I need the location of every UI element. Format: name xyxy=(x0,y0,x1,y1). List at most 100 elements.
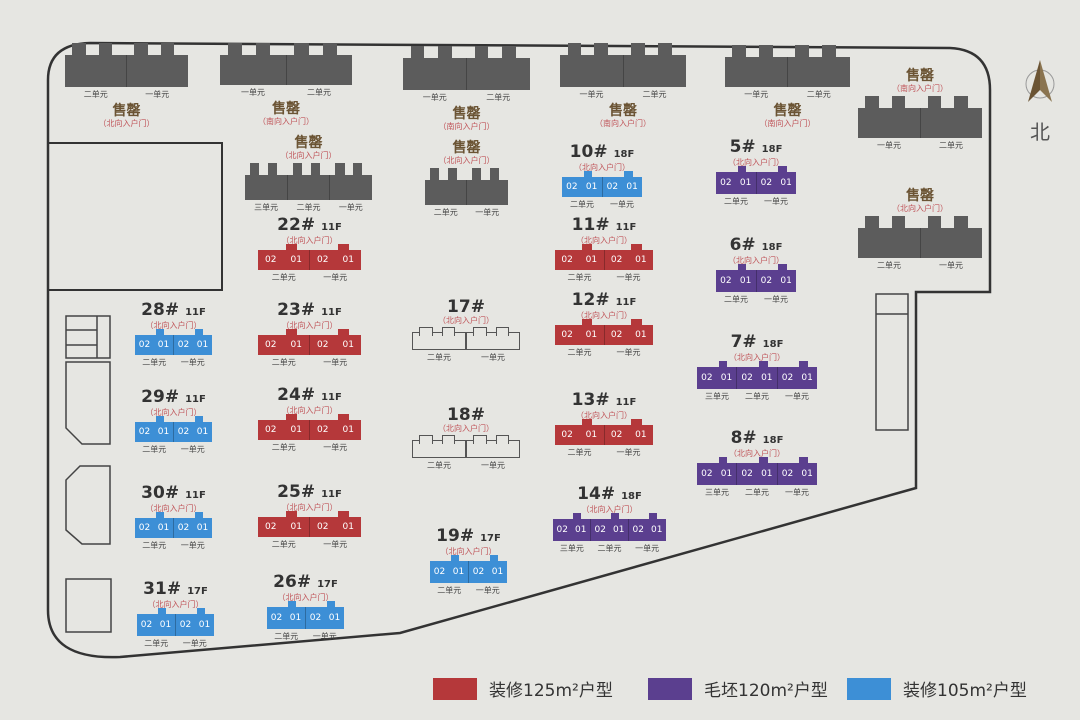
building-footprint xyxy=(220,43,352,85)
entrance-note: （北向入户门） xyxy=(576,311,632,320)
unit-code: 01 xyxy=(780,276,792,286)
building-unit xyxy=(467,168,508,205)
tower-bump xyxy=(954,216,968,230)
building-header: 5#18F（北向入户门） xyxy=(706,139,806,168)
building-number: 12#11F xyxy=(545,292,663,311)
legend-item-blue: 装修105m²户型 xyxy=(847,676,1027,701)
tower-bump xyxy=(471,168,481,182)
legend-label: 装修105m²户型 xyxy=(903,681,1027,701)
building-name: 26# xyxy=(273,572,312,592)
building-unit xyxy=(65,43,127,87)
floor-count: 17F xyxy=(480,533,501,544)
entrance-note: （南向入户门） xyxy=(258,117,314,126)
unit-code: 02 xyxy=(760,178,773,188)
unit-code: 01 xyxy=(157,523,170,533)
floor-count: 18F xyxy=(613,149,635,160)
tower-bump xyxy=(631,244,642,252)
tower-bump xyxy=(157,608,167,616)
building-number: 8#18F xyxy=(687,430,827,449)
building-name: 18# xyxy=(447,405,485,425)
building-number: 18# xyxy=(402,407,530,424)
unit-code: 01 xyxy=(198,620,211,630)
unit-code: 01 xyxy=(635,430,647,440)
unit-label: 二单元 xyxy=(296,203,321,212)
unit-code: 01 xyxy=(585,330,598,340)
building-name: 25# xyxy=(277,482,316,502)
unit-label: 二单元 xyxy=(142,541,167,550)
unit-code: 01 xyxy=(720,373,733,383)
unit-label: 一单元 xyxy=(422,93,447,102)
building-header: 12#11F（北向入户门） xyxy=(545,292,663,321)
unit-label: 二单元 xyxy=(427,461,451,470)
unit-label: 一单元 xyxy=(180,541,205,550)
building-unit: 02 01 xyxy=(697,361,738,389)
sold-out-label: 售罄 xyxy=(294,135,323,151)
building-header: 24#11F（北向入户门） xyxy=(248,387,371,416)
unit-label: 二单元 xyxy=(745,392,769,401)
unit-labels: 二单元一单元 xyxy=(258,540,361,550)
sold-out-block-header: 售罄（北向入户门） xyxy=(425,140,508,166)
building-name: 10# xyxy=(569,142,608,162)
legend-swatch xyxy=(648,677,692,700)
floor-count: 11F xyxy=(185,394,206,405)
tower-bump xyxy=(758,457,768,465)
unit-label: 一单元 xyxy=(475,208,500,217)
unit-label: 二单元 xyxy=(806,90,831,99)
unit-code: 02 xyxy=(472,567,485,577)
left-facility-1 xyxy=(65,315,111,359)
unit-code: 02 xyxy=(270,613,283,623)
unit-code: 01 xyxy=(613,525,625,535)
unit-code: 02 xyxy=(317,340,329,350)
legend-item-purple: 毛坯120m²户型 xyxy=(648,676,828,701)
tower-bump xyxy=(338,244,350,252)
tower-bump xyxy=(927,96,942,110)
site-outline xyxy=(46,41,992,659)
unit-code: 02 xyxy=(561,330,573,340)
building-name: 14# xyxy=(577,484,616,504)
tower-bump xyxy=(250,163,260,177)
building-unit xyxy=(466,435,520,458)
unit-code: 02 xyxy=(781,373,794,383)
unit-code: 02 xyxy=(309,613,322,623)
tower-bump xyxy=(134,43,148,57)
unit-label: 一单元 xyxy=(180,358,205,367)
tower-bump xyxy=(286,511,298,519)
building-unit xyxy=(412,435,466,458)
building-name: 31# xyxy=(143,579,182,599)
tower-bump xyxy=(447,168,457,182)
unit-labels: 一单元二单元 xyxy=(403,93,530,103)
sold-out-block-header: 售罄（南向入户门） xyxy=(560,103,686,129)
building-header: 6#18F（北向入户门） xyxy=(706,237,806,266)
tower-bump xyxy=(795,45,810,59)
entrance-note: （北向入户门） xyxy=(145,504,202,513)
sold-out-block-header: 售罄（南向入户门） xyxy=(858,68,982,94)
unit-code: 02 xyxy=(140,620,153,630)
unit-code: 02 xyxy=(701,373,713,383)
unit-code: 01 xyxy=(585,430,598,440)
entrance-note: （北向入户门） xyxy=(892,204,948,213)
unit-label: 一单元 xyxy=(481,461,505,470)
building-header: 14#18F（北向入户门） xyxy=(543,486,676,515)
unit-label: 一单元 xyxy=(475,586,500,595)
unit-code: 01 xyxy=(626,182,638,192)
